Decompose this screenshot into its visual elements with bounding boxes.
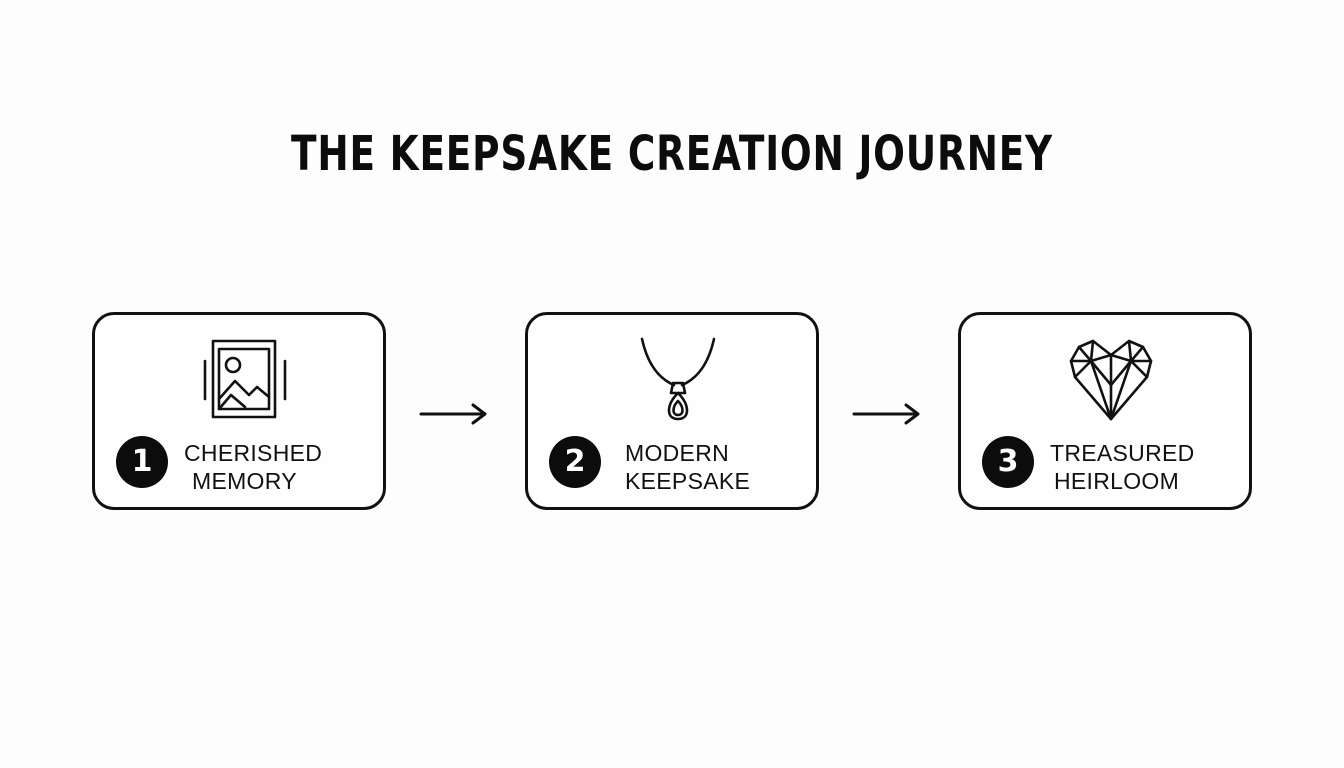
step-label-line1: CHERISHED	[184, 440, 323, 466]
step-card-2: 2 MODERN KEEPSAKE	[525, 312, 819, 510]
step-number-badge: 1	[116, 436, 168, 488]
photo-frame-icon	[195, 335, 295, 425]
step-label-line1: TREASURED	[1050, 440, 1195, 466]
step-label-line1: MODERN	[625, 440, 730, 466]
heart-diamond-icon	[1061, 335, 1161, 425]
step-number-badge: 3	[982, 436, 1034, 488]
step-number-badge: 2	[549, 436, 601, 488]
pendant-necklace-icon	[628, 335, 728, 425]
step-label: CHERISHED MEMORY	[184, 439, 344, 495]
step-label-line2: KEEPSAKE	[625, 468, 751, 494]
step-card-1: 1 CHERISHED MEMORY	[92, 312, 386, 510]
step-label-line2: MEMORY	[192, 468, 297, 494]
step-label: MODERN KEEPSAKE	[625, 439, 785, 495]
arrow-right-icon	[852, 402, 922, 426]
step-label: TREASURED HEIRLOOM	[1050, 439, 1210, 495]
diagram-title: THE KEEPSAKE CREATION JOURNEY	[291, 126, 1053, 182]
step-card-3: 3 TREASURED HEIRLOOM	[958, 312, 1252, 510]
arrow-right-icon	[419, 402, 489, 426]
step-label-line2: HEIRLOOM	[1054, 468, 1180, 494]
